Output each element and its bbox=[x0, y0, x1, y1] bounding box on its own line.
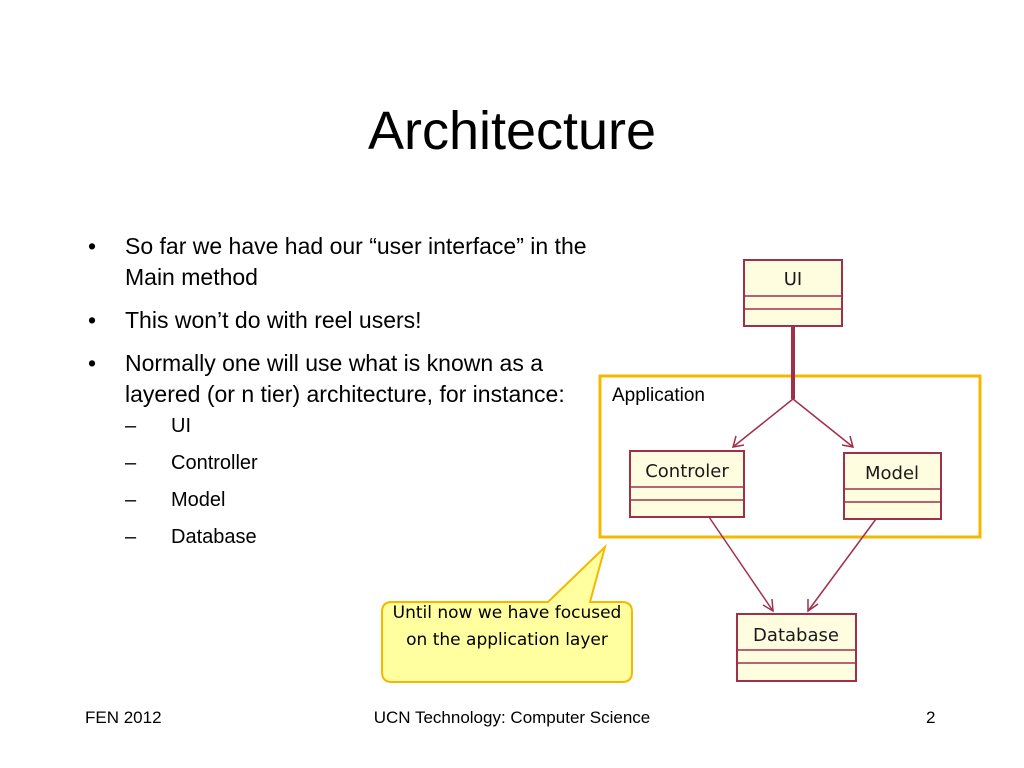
arrowhead-model bbox=[841, 435, 855, 448]
class-ui: UI bbox=[743, 259, 843, 327]
bullet-text: Normally one will use what is known as a… bbox=[125, 350, 565, 407]
slide-title: Architecture bbox=[367, 101, 657, 161]
sub-bullet-item: UI bbox=[125, 414, 598, 438]
class-model-label: Model bbox=[865, 463, 919, 484]
model-to-database bbox=[807, 518, 877, 612]
controller-to-database bbox=[708, 516, 774, 612]
connectors bbox=[708, 327, 877, 613]
sub-bullet-item: Model bbox=[125, 488, 598, 512]
sub-bullet-list: UI Controller Model Database bbox=[125, 414, 598, 549]
class-model: Model bbox=[843, 452, 942, 520]
arrowhead-db-right bbox=[807, 599, 819, 613]
bullet-list: So far we have had our “user interface” … bbox=[88, 231, 598, 562]
callout-text: Until now we have focused on the applica… bbox=[392, 603, 622, 650]
bullet-item: This won’t do with reel users! bbox=[88, 305, 598, 336]
class-ui-label: UI bbox=[784, 269, 802, 290]
footer-left: FEN 2012 bbox=[85, 708, 162, 727]
arrowhead-controller bbox=[731, 435, 745, 448]
bullet-item: Normally one will use what is known as a… bbox=[88, 348, 598, 549]
arrow-to-controller bbox=[732, 398, 794, 448]
bullet-item: So far we have had our “user interface” … bbox=[88, 231, 598, 293]
sub-bullet-item: Controller bbox=[125, 451, 598, 475]
class-controller-label: Controler bbox=[645, 461, 729, 482]
class-database-label: Database bbox=[753, 625, 839, 646]
class-database: Database bbox=[736, 613, 857, 682]
callout-bubble bbox=[381, 543, 633, 683]
arrowhead-db-left bbox=[762, 598, 774, 613]
arrow-to-model bbox=[792, 398, 854, 448]
footer-center: UCN Technology: Computer Science bbox=[373, 708, 651, 727]
page-number: 2 bbox=[926, 708, 936, 727]
sub-bullet-item: Database bbox=[125, 525, 598, 549]
application-boundary bbox=[598, 374, 982, 539]
class-controller: Controler bbox=[629, 450, 745, 518]
application-label: Application bbox=[612, 385, 705, 406]
